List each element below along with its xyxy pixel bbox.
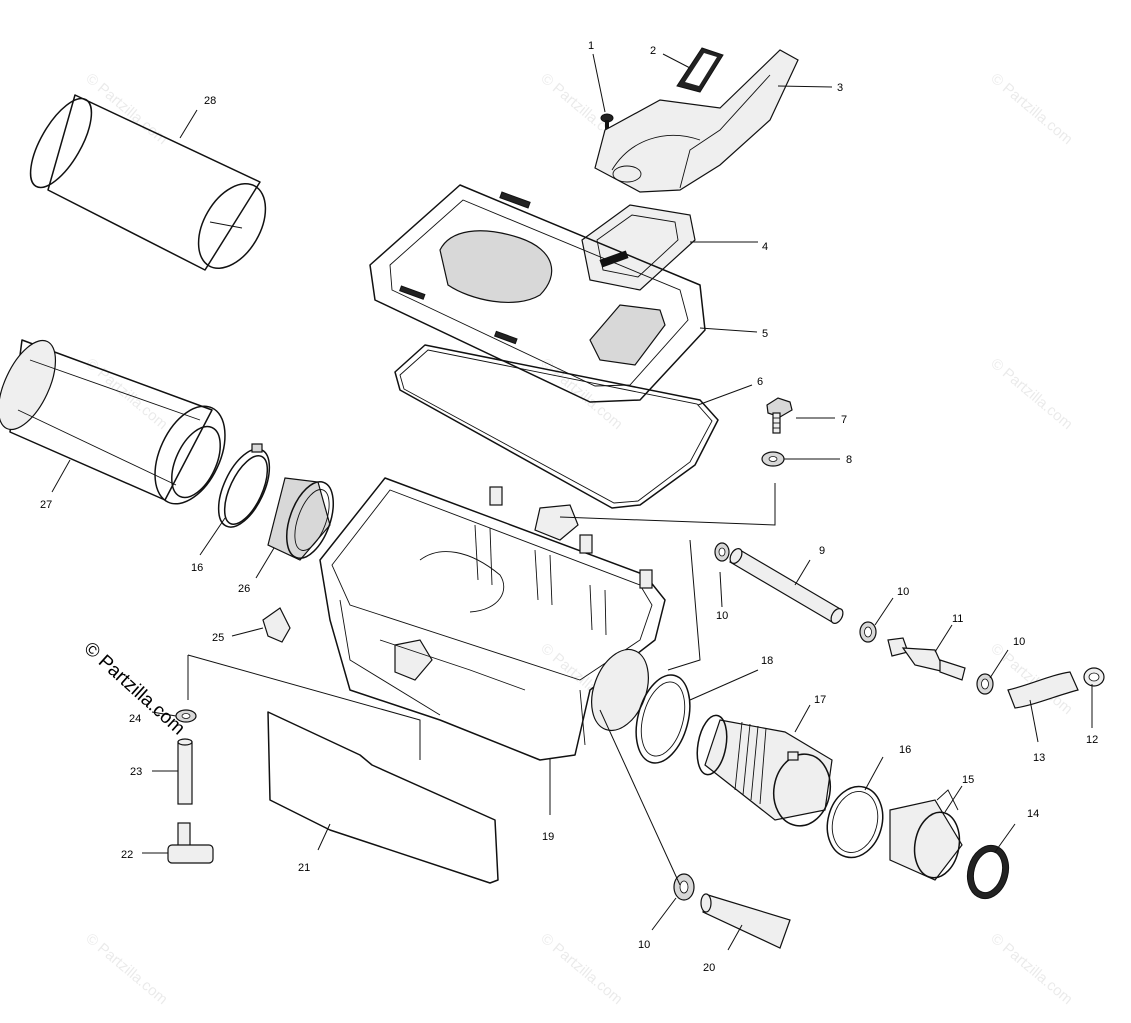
callout-22: 22 — [121, 849, 133, 861]
part-10-hose-clamp-2 — [859, 621, 877, 643]
callout-10-upper-left: 10 — [716, 610, 728, 622]
watermark: © Partzilla.com — [987, 930, 1075, 1008]
part-22-tee-fitting — [167, 822, 214, 864]
part-8-washer — [761, 451, 785, 467]
callout-8: 8 — [846, 454, 852, 466]
part-18-gasket-ring — [635, 674, 691, 764]
part-13-hose — [1007, 671, 1079, 709]
part-16-clamp-right — [826, 785, 884, 859]
callout-17: 17 — [814, 694, 826, 706]
callout-5: 5 — [762, 328, 768, 340]
part-23-hose — [177, 738, 193, 805]
callout-19: 19 — [542, 831, 554, 843]
part-10-hose-clamp-3 — [976, 673, 994, 695]
part-3-intake-snorkel — [594, 49, 799, 193]
part-10-hose-clamp-1 — [714, 542, 730, 562]
callout-28: 28 — [204, 95, 216, 107]
part-1-screw — [600, 113, 614, 130]
callout-12: 12 — [1086, 734, 1098, 746]
callout-4: 4 — [762, 241, 768, 253]
part-12-small-clamp — [1083, 667, 1105, 687]
callout-26: 26 — [238, 583, 250, 595]
part-28-prefilter-sleeve — [29, 94, 267, 271]
callout-25: 25 — [212, 632, 224, 644]
part-5-airbox-lid — [369, 184, 706, 403]
callout-11: 11 — [952, 613, 963, 625]
callout-21: 21 — [298, 862, 310, 874]
watermark: © Partzilla.com — [537, 355, 625, 433]
callout-1: 1 — [588, 40, 594, 52]
part-14-clamp — [966, 844, 1010, 900]
part-16-clamp-left — [217, 443, 271, 528]
part-25-clip — [262, 607, 291, 643]
part-2-foam-seal — [676, 47, 724, 93]
callout-7: 7 — [841, 414, 847, 426]
callout-labels: 1 2 3 4 5 6 7 8 9 10 10 10 10 11 12 13 1… — [40, 40, 1098, 974]
part-6-lid-gasket — [394, 344, 719, 509]
leader-lines — [51, 53, 1093, 951]
part-15-cone-adapter — [889, 789, 963, 881]
part-19-airbox-housing — [319, 477, 666, 761]
part-26-adapter-ring — [267, 477, 334, 561]
callout-27: 27 — [40, 499, 52, 511]
callout-24: 24 — [129, 713, 141, 725]
watermark: © Partzilla.com — [987, 70, 1075, 148]
callout-14: 14 — [1027, 808, 1039, 820]
callout-16-left: 16 — [191, 562, 203, 574]
callout-15: 15 — [962, 774, 974, 786]
part-24-clamp — [175, 709, 197, 723]
part-17-intake-boot — [696, 714, 833, 827]
callout-20: 20 — [703, 962, 715, 974]
part-9-tube — [729, 548, 844, 624]
watermark: © Partzilla.com — [82, 70, 170, 148]
callout-2: 2 — [650, 45, 656, 57]
part-20-drain-hose — [700, 893, 791, 949]
part-4-cover-plate — [581, 204, 696, 291]
part-7-bolt — [766, 397, 793, 434]
watermark: © Partzilla.com — [82, 930, 170, 1008]
part-27-air-filter — [0, 339, 226, 505]
callout-10-upper-mid: 10 — [897, 586, 909, 598]
callout-13: 13 — [1033, 752, 1045, 764]
callout-18: 18 — [761, 655, 773, 667]
callout-10-upper-right: 10 — [1013, 636, 1025, 648]
callout-9: 9 — [819, 545, 825, 557]
part-10-hose-clamp-4 — [673, 873, 695, 901]
watermark: © Partzilla.com — [987, 355, 1075, 433]
callout-23: 23 — [130, 766, 142, 778]
callout-6: 6 — [757, 376, 763, 388]
part-11-check-valve — [887, 637, 966, 681]
callout-16-right: 16 — [899, 744, 911, 756]
watermark: © Partzilla.com — [537, 930, 625, 1008]
callout-3: 3 — [837, 82, 843, 94]
part-21-protective-panel — [267, 711, 499, 884]
callout-10-lower: 10 — [638, 939, 650, 951]
